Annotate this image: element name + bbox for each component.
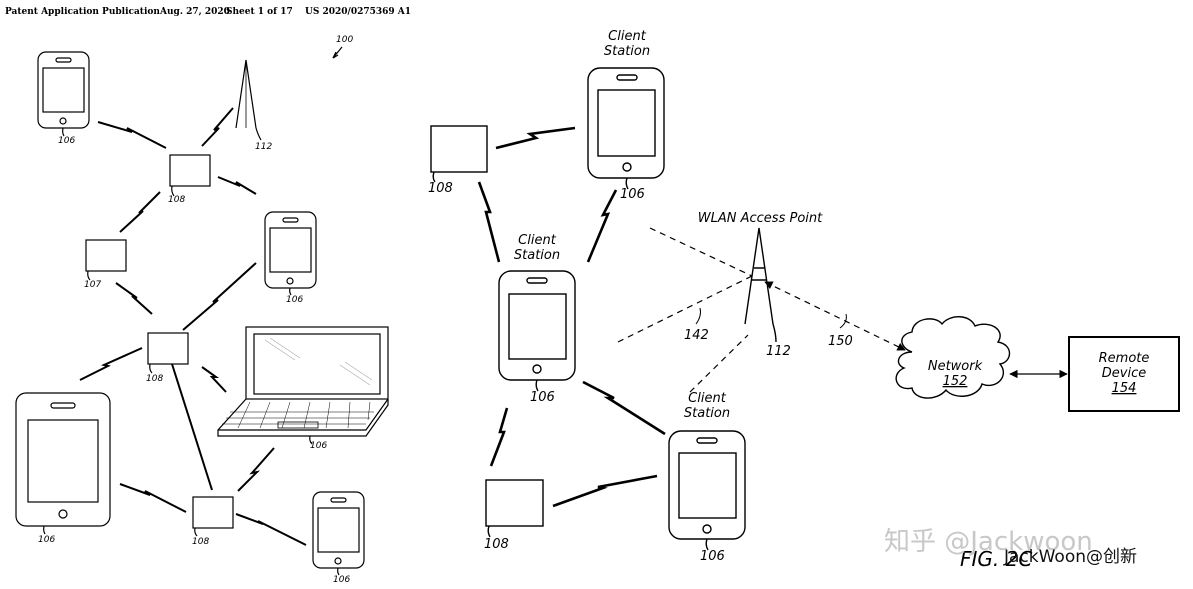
wireless-links-left [79, 107, 307, 546]
wireless-link [237, 447, 275, 492]
header-number: US 2020/0275369 A1 [305, 7, 411, 17]
wireless-link [97, 121, 167, 149]
client-station-label-2b: Station [514, 248, 560, 263]
wireless-link [201, 107, 234, 147]
dashed-link-142 [617, 275, 753, 343]
wireless-link [119, 483, 187, 513]
client-station-label-2a: Client [518, 233, 557, 248]
relay-box [430, 125, 488, 173]
wireless-link [235, 513, 307, 546]
client-station-phone-icon [587, 67, 665, 179]
client-station-phone-icon [498, 270, 576, 381]
client-station-phone-icon [668, 430, 746, 540]
remote-device-label-1: Remote [1099, 351, 1150, 366]
ref-108-relay-top: 108 [428, 181, 453, 196]
wireless-link [217, 176, 257, 195]
network-ref-152: 152 [943, 374, 968, 389]
wireless-link [552, 474, 658, 508]
left-diagram: 100 112 106 108 106 [15, 35, 389, 585]
ref-150-label: 150 [828, 334, 853, 349]
remote-device-ref-154: 154 [1112, 381, 1137, 396]
zhihu-watermark: 知乎 @Jackwoon [884, 527, 1093, 557]
patent-header: Patent Application Publication Aug. 27, … [5, 7, 411, 17]
client-station-label-3a: Client [688, 391, 727, 406]
wired-link [171, 363, 213, 491]
wlan-antenna-icon [744, 227, 774, 325]
right-diagram: Client Station 106 108 Client Station 10… [428, 29, 1180, 564]
remote-device-label-2: Device [1102, 366, 1146, 381]
relay-box [85, 239, 127, 272]
network-cloud-icon [895, 316, 1011, 399]
ref-142-label: 142 [684, 328, 709, 343]
relay-box [147, 332, 189, 365]
wireless-link [495, 126, 576, 150]
ref-108-relay-bottom: 108 [484, 537, 509, 552]
client-station-label-3b: Station [684, 406, 730, 421]
phone-icon [312, 491, 365, 569]
ref-106-station-bottom: 106 [700, 549, 725, 564]
phone-icon [37, 51, 90, 129]
tablet-icon [15, 392, 111, 527]
wireless-link [79, 347, 143, 381]
ref-106-station-mid: 106 [530, 390, 555, 405]
wireless-link [477, 181, 501, 263]
wireless-link [582, 380, 666, 436]
wireless-dashed-links [617, 227, 906, 393]
network-label: Network [928, 359, 983, 374]
remote-device-box [1068, 336, 1180, 412]
wireless-link [115, 282, 153, 315]
relay-box [485, 479, 544, 527]
client-station-label-1a: Client [608, 29, 647, 44]
ref-106-tablet: 106 [38, 535, 55, 545]
ref-106-laptop: 106 [310, 441, 327, 451]
wireless-link [182, 262, 257, 331]
relay-box [169, 154, 211, 187]
credit-watermark: JackWoon@创新 [1003, 547, 1137, 567]
figure-label: FIG. 2C [960, 547, 1032, 571]
client-station-label-1b: Station [604, 44, 650, 59]
antenna-icon [235, 59, 262, 141]
phone-icon [264, 211, 317, 289]
dashed-link [649, 227, 753, 277]
dashed-link [689, 334, 749, 393]
ref-106-phone-3: 106 [333, 575, 350, 585]
header-publication: Patent Application Publication [5, 7, 160, 17]
ref-108-relay-2: 108 [146, 374, 163, 384]
header-date: Aug. 27, 2020 [159, 7, 230, 17]
wireless-link [586, 189, 618, 263]
wireless-link [201, 366, 227, 393]
wireless-link [119, 191, 161, 233]
relay-box [192, 496, 234, 529]
wireless-link [489, 407, 509, 467]
ref-112-left: 112 [255, 142, 272, 152]
header-sheet: Sheet 1 of 17 [226, 7, 293, 17]
ref-108-relay-1: 108 [168, 195, 185, 205]
ref-108-relay-3: 108 [192, 537, 209, 547]
ref-107-relay: 107 [84, 280, 101, 290]
ref-106-phone-1: 106 [58, 136, 75, 146]
ref-106-phone-2: 106 [286, 295, 303, 305]
ref-100-label: 100 [336, 35, 353, 45]
laptop-icon [217, 326, 389, 437]
ref-112-right: 112 [766, 344, 791, 359]
dashed-link-150 [764, 281, 906, 351]
ref-106-station-top: 106 [620, 187, 645, 202]
wireless-links-right [477, 126, 666, 508]
wlan-access-point-label: WLAN Access Point [698, 211, 823, 226]
